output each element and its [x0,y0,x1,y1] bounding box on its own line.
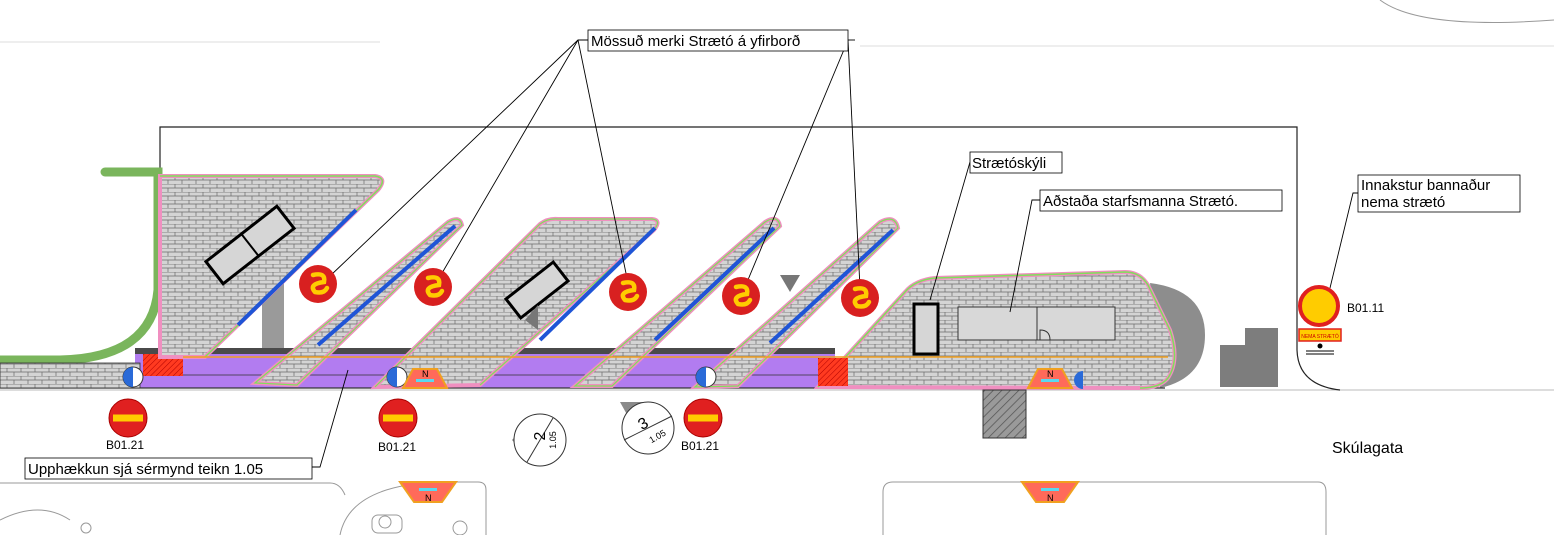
bus-only-plate [1298,328,1342,342]
bus-logo-5 [841,279,879,317]
sign-code-1: B01.21 [106,438,144,452]
label-masked-marks: Mössuð merki Strætó á yfirborð [587,29,849,52]
sign-code-2: B01.21 [378,440,416,454]
label-staff-text: Aðstaða starfsmanna Strætó. [1043,193,1238,210]
label-masked-marks-text: Mössuð merki Strætó á yfirborð [591,33,800,50]
detail-marker-3: 3 1.05 [620,401,675,455]
gray-building [1220,328,1278,387]
no-traffic-sign [1298,285,1340,327]
svg-text:N: N [1047,369,1054,379]
label-no-entry: Innakstur bannaður nema strætó [1357,174,1521,213]
no-entry-sign-1 [108,398,148,438]
label-shelter: Strætóskýli [969,151,1063,174]
furniture [203,204,1116,356]
label-raised-text: Upphækkun sjá sérmynd teikn 1.05 [28,461,263,478]
detail-marker-2-sheet: 1.05 [548,431,558,449]
bus-logo-4 [722,277,760,315]
sidewalk-strip [0,362,141,389]
raised-crossings: N N N N [398,368,1080,503]
hatched-box [982,389,1027,439]
label-shelter-text: Strætóskýli [972,155,1046,172]
triangle-marker [780,275,800,292]
shelter-box [912,302,940,356]
crossing-markers [122,366,1083,389]
bus-logos [299,265,879,317]
bus-logo-2 [414,268,452,306]
label-raised: Upphækkun sjá sérmynd teikn 1.05 [24,457,313,480]
bus-logo-3 [609,273,647,311]
green-curb [0,167,163,365]
detail-marker-2: 2 1.05 [512,413,567,467]
street-name: Skúlagata [1332,440,1403,457]
bench-2 [503,259,571,321]
no-entry-sign-2 [378,398,418,438]
svg-text:N: N [1047,493,1054,503]
bus-logo-1 [299,265,337,303]
no-entry-signs: NEMA STRÆTÓ [108,285,1342,438]
sign-post-symbol [1306,343,1334,355]
svg-text:N: N [425,493,432,503]
no-entry-sign-3 [683,398,723,438]
sign-code-3: B01.21 [681,439,719,453]
red-hatch-area [143,354,183,376]
bus-only-plate-text: NEMA STRÆTÓ [1301,333,1339,340]
triangle-marker-2 [525,305,538,330]
detail-marker-2-number: 2 [532,431,549,440]
sign-code-4: B01.11 [1347,301,1384,315]
leader-lines [312,39,1360,468]
label-no-entry-line1: Innakstur bannaður [1361,177,1490,194]
svg-text:N: N [422,369,429,379]
label-no-entry-line2: nema strætó [1361,194,1445,211]
building-outline [159,126,1341,391]
label-staff: Aðstaða starfsmanna Strætó. [1039,189,1283,212]
